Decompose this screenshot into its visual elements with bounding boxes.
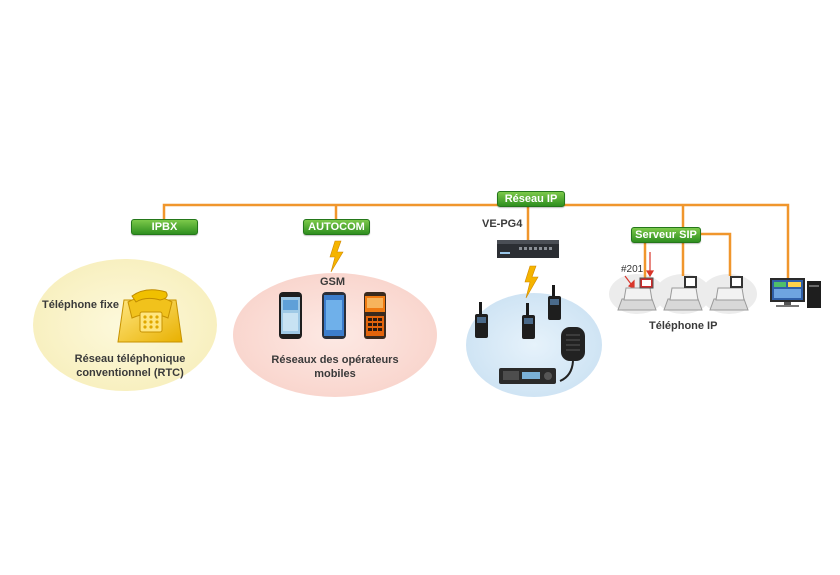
desk-phone-icon [117,289,183,343]
speaker-microphone-icon [559,327,585,382]
lightning-icon-radio [524,265,539,299]
mobile-network-label-line1: Réseaux des opérateurs [271,354,399,366]
pstn-network-label-line2: conventionnel (RTC) [76,367,184,379]
handheld-radio-icon-3 [548,285,561,320]
smartphone-icon-1 [279,292,302,339]
landline-phone-label: Téléphone fixe [42,299,120,311]
gateway-device-icon [497,240,559,258]
call-arrows [624,252,655,289]
ip-network-badge: Réseau IP [497,191,565,207]
mobile-radio-icon [499,368,556,384]
sip-phone-link-3 [700,232,732,276]
ipbx-badge: IPBX [131,219,198,235]
ip-phone-icon-2 [663,276,703,311]
pstn-network-label-line1: Réseau téléphonique [74,353,186,365]
smartphone-icon-2 [322,292,346,339]
mobile-network-label: Réseaux des opérateurs mobiles [260,353,410,381]
ip-phone-label: Téléphone IP [649,320,718,332]
pstn-network-label: Réseau téléphonique conventionnel (RTC) [60,352,200,380]
ip-phone-icon-3 [709,276,749,311]
extension-label: #201 [621,264,644,275]
autocom-badge: AUTOCOM [303,219,370,235]
rugged-phone-icon [364,292,386,339]
handheld-radio-icon-2 [522,303,535,339]
computer-workstation-icon [770,278,821,308]
mobile-network-label-line2: mobiles [314,368,356,380]
sip-server-badge: Serveur SIP [631,227,701,243]
backbone-line [162,203,790,278]
gsm-label: GSM [320,276,346,288]
handheld-radio-icon-1 [475,302,488,338]
network-lines [162,203,790,278]
lightning-icon-autocom [329,240,344,273]
ip-phone-icon-1 [617,277,657,311]
gateway-label: VE-PG4 [482,218,523,230]
